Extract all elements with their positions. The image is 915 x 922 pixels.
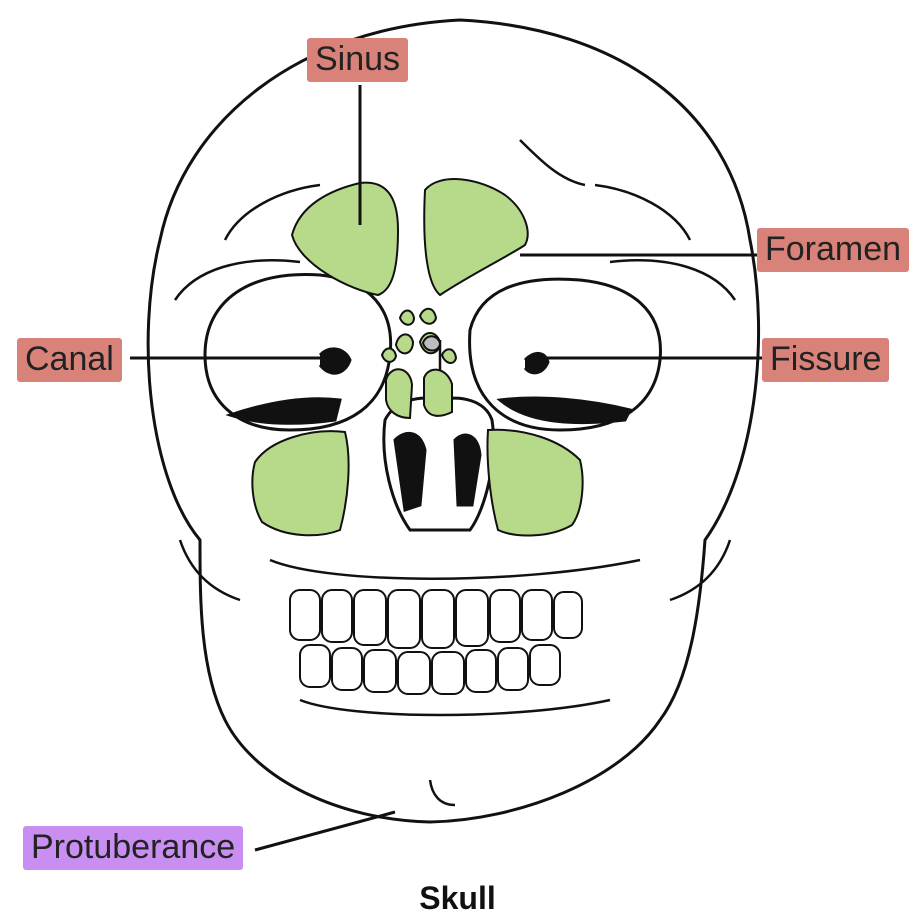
ethmoid-cell-5 bbox=[382, 348, 396, 362]
label-foramen: Foramen bbox=[757, 228, 909, 272]
label-fissure: Fissure bbox=[762, 338, 889, 382]
ethmoid-cell-1 bbox=[400, 311, 414, 325]
sphenoid-sinus bbox=[423, 336, 440, 350]
label-protuberance: Protuberance bbox=[23, 826, 243, 870]
nasal-sinus-right bbox=[424, 370, 452, 416]
ethmoid-cell-3 bbox=[396, 334, 413, 353]
nasal-cavity bbox=[384, 398, 494, 530]
leader-line-protuberance bbox=[255, 812, 395, 850]
ethmoid-cell-2 bbox=[420, 309, 436, 324]
label-sinus: Sinus bbox=[307, 38, 408, 82]
nasal-sinus-left bbox=[386, 369, 412, 418]
figure-caption: Skull bbox=[0, 880, 915, 917]
label-canal: Canal bbox=[17, 338, 122, 382]
